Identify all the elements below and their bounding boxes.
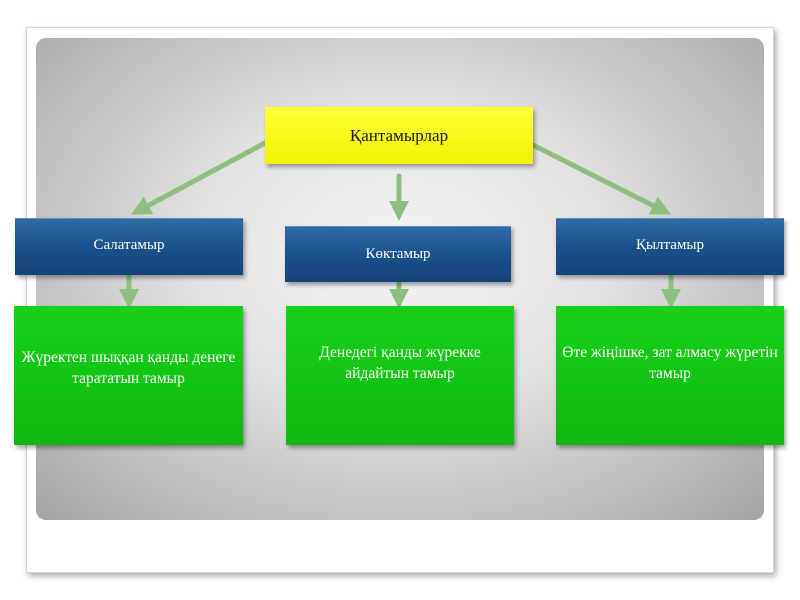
category-label: Салатамыр — [93, 236, 165, 253]
description-node-salatamyr: Жүректен шыққан қанды денеге тарататын т… — [14, 306, 243, 445]
description-node-kyltamyr: Өте жіңішке, зат алмасу жүретін тамыр — [556, 306, 784, 445]
description-text: Денедегі қанды жүрекке айдайтын тамыр — [319, 344, 481, 382]
category-label: Қылтамыр — [635, 236, 705, 253]
arrow-root-to-kyltamyr — [530, 142, 672, 215]
description-text: Өте жіңішке, зат алмасу жүретін тамыр — [562, 344, 778, 382]
root-label: Қантамырлар — [349, 125, 449, 145]
category-label: Көктамыр — [365, 246, 431, 262]
description-node-koktamyr: Денедегі қанды жүрекке айдайтын тамыр — [286, 306, 514, 445]
description-text: Жүректен шыққан қанды денеге тарататын т… — [21, 349, 236, 387]
category-node-kyltamyr: Қылтамыр — [556, 218, 784, 275]
root-node: Қантамырлар — [265, 107, 533, 164]
arrow-root-to-salatamyr — [130, 140, 268, 215]
category-node-koktamyr: Көктамыр — [285, 226, 511, 282]
category-node-salatamyr: Салатамыр — [15, 218, 243, 275]
